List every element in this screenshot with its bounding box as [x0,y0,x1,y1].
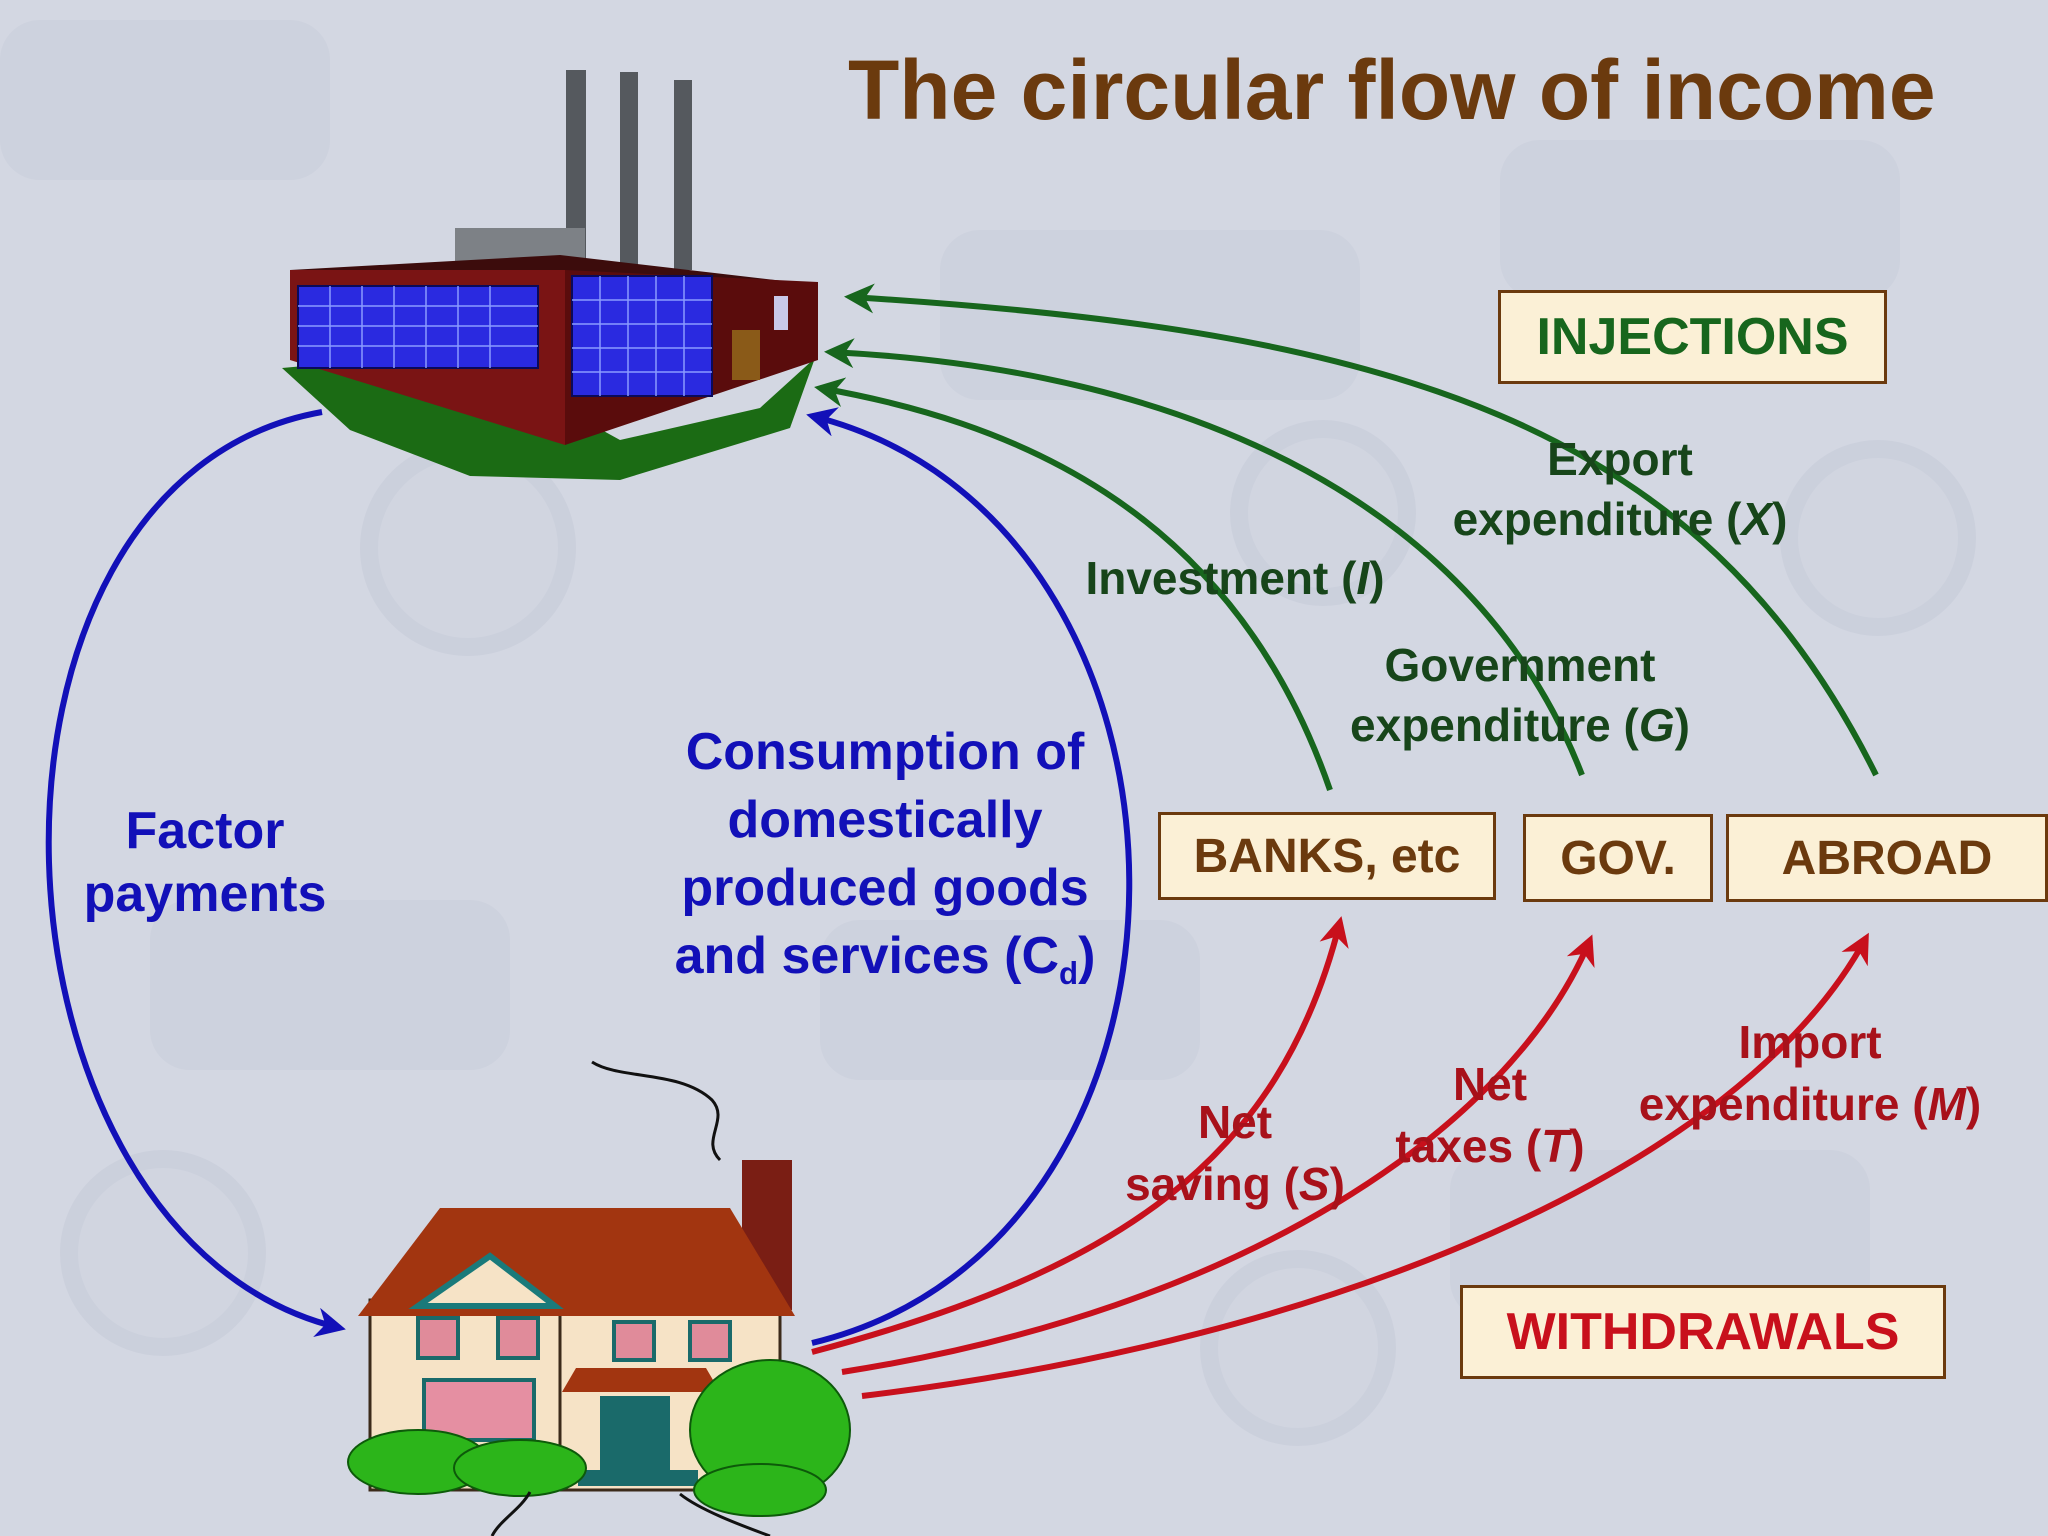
consumption-line-3: produced goods [681,859,1089,918]
imports-line-2: expenditure (M) [1600,1074,2020,1136]
imports-prefix: expenditure ( [1638,1077,1928,1130]
taxes-arrow [841,934,1595,1375]
taxes-var: T [1541,1119,1570,1172]
banks-label: BANKS, etc [1193,829,1461,883]
taxes-line-2: taxes (T) [1360,1116,1620,1178]
export-line-2: expenditure (X) [1420,490,1820,550]
taxes-suffix: ) [1569,1119,1585,1172]
saving-var: S [1298,1157,1330,1210]
saving-prefix: saving ( [1125,1157,1299,1210]
consumption-line-4-prefix: and services (C [674,927,1060,986]
abroad-box: ABROAD [1726,814,2048,902]
export-var: X [1741,492,1773,545]
investment-prefix: Investment ( [1085,552,1357,604]
page-title: The circular flow of income [848,43,1936,137]
banks-box: BANKS, etc [1158,812,1496,900]
injections-label: INJECTIONS [1536,308,1849,366]
government-line-1: Government [1384,639,1656,691]
consumption-line-4: and services (Cd) [640,922,1130,995]
gov-box: GOV. [1523,814,1713,902]
saving-label: Net saving (S) [1090,1092,1380,1215]
investment-arrow [814,377,1333,791]
consumption-subscript: d [1059,956,1079,992]
saving-line-1: Net [1197,1096,1273,1148]
consumption-line-2: domestically [727,791,1043,850]
factory-icon [282,70,818,480]
consumption-line-1: Consumption of [685,723,1085,781]
consumption-line-4-suffix: ) [1078,927,1096,986]
consumption-label: Consumption of domestically produced goo… [640,718,1130,995]
injections-box: INJECTIONS [1498,290,1887,384]
government-arrow [824,338,1585,777]
export-prefix: expenditure ( [1452,492,1742,545]
investment-label: Investment (I) [1060,550,1410,606]
government-suffix: ) [1674,698,1690,751]
government-line-2: expenditure (G) [1320,696,1720,756]
factor-payments-line-1: Factor [125,802,285,860]
consumption-arrow [806,407,1133,1346]
government-label: Government expenditure (G) [1320,636,1720,756]
imports-suffix: ) [1965,1077,1982,1130]
imports-line-1: Import [1738,1016,1882,1068]
investment-var: I [1356,552,1370,604]
export-line-1: Export [1547,433,1693,485]
imports-arrow [861,932,1869,1399]
taxes-line-1: Net [1452,1058,1528,1110]
export-suffix: ) [1772,492,1788,545]
house-icon [347,1060,851,1536]
abroad-label: ABROAD [1781,831,1993,885]
export-arrow [844,283,1879,777]
government-var: G [1638,698,1675,751]
imports-label: Import expenditure (M) [1600,1012,2020,1135]
factor-payments-arrow [45,409,346,1337]
factor-payments-label: Factor payments [60,800,350,927]
taxes-label: Net taxes (T) [1360,1054,1620,1177]
government-prefix: expenditure ( [1350,698,1639,751]
imports-var: M [1927,1077,1966,1130]
factor-payments-line-2: payments [83,865,327,924]
gov-label: GOV. [1560,831,1676,885]
taxes-prefix: taxes ( [1395,1119,1542,1172]
export-label: Export expenditure (X) [1420,430,1820,550]
withdrawals-label: WITHDRAWALS [1506,1303,1900,1361]
withdrawals-box: WITHDRAWALS [1460,1285,1946,1379]
saving-line-2: saving (S) [1090,1154,1380,1216]
saving-suffix: ) [1329,1157,1345,1210]
saving-arrow [811,916,1349,1355]
investment-suffix: ) [1369,552,1385,604]
